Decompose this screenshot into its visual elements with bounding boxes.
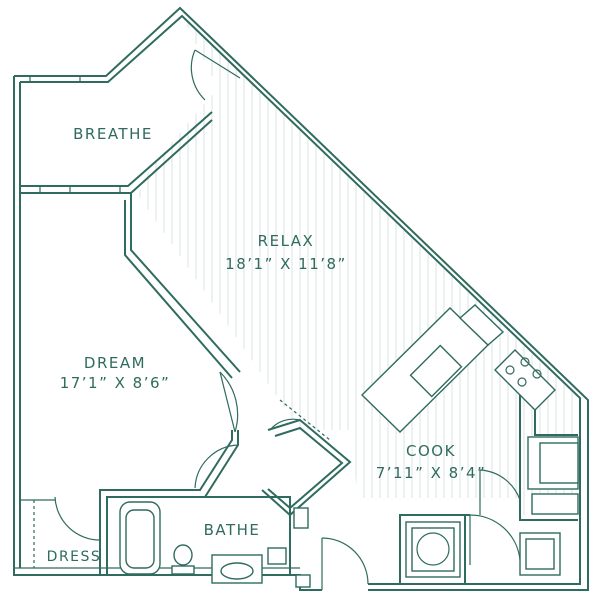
toilet-tank — [171, 565, 195, 575]
burner-icon — [505, 365, 515, 375]
room-name-dream: DREAM — [84, 354, 146, 372]
kitchen — [361, 304, 579, 521]
washer-drum-icon — [416, 532, 450, 566]
entry-door — [321, 537, 369, 590]
dress-closet — [20, 499, 55, 568]
room-name-breathe: BREATHE — [73, 125, 153, 143]
room-labels: BREATHE RELAX 18’1” X 11’8” DREAM 17’1” … — [47, 125, 487, 565]
burner-icon — [520, 357, 530, 367]
room-name-relax: RELAX — [258, 232, 315, 250]
room-name-dress: DRESS — [47, 549, 102, 565]
bathroom — [107, 496, 291, 584]
burner-icon — [517, 377, 527, 387]
room-dims-cook: 7’11” X 8’4” — [376, 464, 487, 482]
laundry-closet — [399, 469, 561, 584]
sink-icon — [409, 344, 463, 398]
utility-closet — [261, 399, 352, 588]
toilet — [173, 544, 193, 566]
sink-icon — [220, 562, 254, 580]
room-dims-dream: 17’1” X 8’6” — [60, 374, 171, 392]
counter — [531, 493, 579, 515]
shelf — [267, 547, 287, 565]
floor-hatch — [138, 18, 578, 515]
burner-icon — [532, 369, 542, 379]
room-name-bathe: BATHE — [204, 521, 261, 539]
room-dims-relax: 18’1” X 11’8” — [225, 255, 347, 273]
room-name-cook: COOK — [406, 442, 456, 460]
